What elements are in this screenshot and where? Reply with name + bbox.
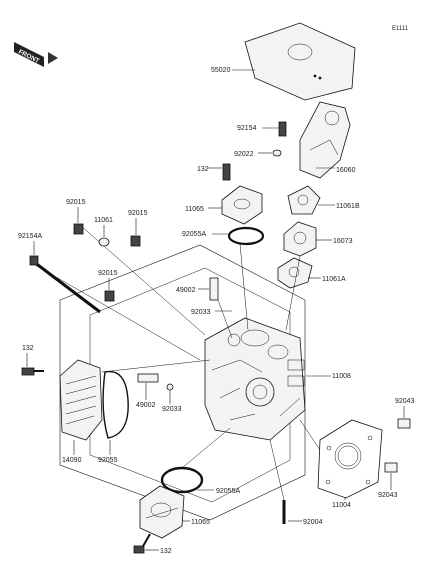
label-11061A: 11061A [322,276,346,283]
label-16060: 16060 [336,167,356,174]
dowel-92043-a [397,418,411,429]
label-92004: 92004 [303,519,323,526]
nut-92015-c [104,290,115,302]
label-16073: 16073 [333,238,353,245]
fitting-16073 [283,221,317,257]
label-49002-b: 49002 [136,402,156,409]
cylinder-head-11008 [204,317,306,441]
nut-92015-b [130,235,141,247]
gasket-11061A [277,257,313,289]
label-14090: 14090 [62,457,82,464]
bolt-92154 [278,121,287,137]
label-132-left: 132 [22,345,34,352]
valve-lifter-49002-b [137,373,159,383]
valve-lifter-49002-a [209,277,219,301]
label-92055A-top: 92055A [182,231,206,238]
washer-11061 [98,237,110,247]
cover-11065-top [221,185,263,225]
label-11061: 11061 [94,217,113,224]
label-92033-b: 92033 [162,406,182,413]
label-92154: 92154 [237,125,257,132]
label-92043-a: 92043 [395,398,415,405]
label-92022: 92022 [234,151,254,158]
front-direction-icon: FRONT [14,42,58,67]
nut-92015-a [73,223,84,235]
dowel-92043-b [384,462,398,473]
label-49002-a: 49002 [176,287,196,294]
side-cover-14090 [59,359,103,441]
label-11065-top: 11065 [185,206,204,213]
label-55020: 55020 [211,67,231,74]
label-132-bottom: 132 [160,548,172,555]
cover-11065-bottom [139,485,185,539]
label-92154A: 92154A [18,233,42,240]
washer-92033-b [166,383,174,391]
thermostat-housing-16060 [299,101,351,179]
washer-92022 [272,149,282,157]
label-92033-a: 92033 [191,309,211,316]
oring-92055A-top [227,226,265,246]
label-92055A-bottom: 92055A [216,488,240,495]
label-92043-b: 92043 [378,492,398,499]
label-11008: 11008 [332,373,351,380]
bolt-132-left [21,367,44,376]
gasket-11061B [287,185,321,215]
label-92015-c: 92015 [98,270,118,277]
label-92015-b: 92015 [128,210,148,217]
head-gasket-11004 [317,419,383,499]
oring-92055A-bottom [160,466,204,494]
label-92055: 92055 [98,457,118,464]
bolt-132-top [222,163,231,181]
bolt-132-bottom [133,533,151,554]
insulator-sheet-55020 [244,22,356,101]
label-11065-bottom: 11065 [191,519,210,526]
ref-code: E1111 [392,26,409,32]
label-132-top: 132 [197,166,209,173]
stud-bolt-92154A [29,255,101,314]
label-92015-a: 92015 [66,199,86,206]
oring-92055 [102,370,129,439]
label-11004: 11004 [332,502,351,509]
label-11061B: 11061B [336,203,360,210]
